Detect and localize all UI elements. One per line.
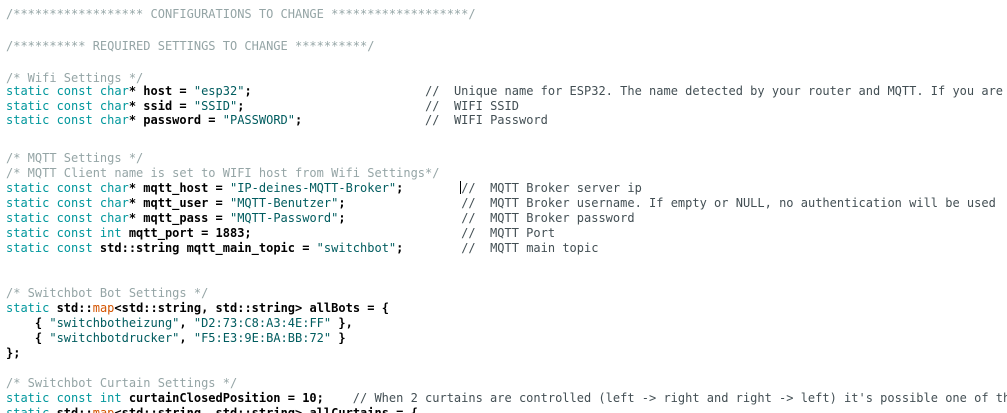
code-token: * host = <box>128 84 194 98</box>
code-token: static const char <box>6 99 129 113</box>
code-line[interactable]: static const char* mqtt_user = "MQTT-Ben… <box>6 196 996 211</box>
code-line[interactable]: /* MQTT Settings */ <box>6 151 143 166</box>
code-token: // Unique name for ESP32. The name detec… <box>425 84 1007 98</box>
code-token: /* Switchbot Bot Settings */ <box>6 286 209 300</box>
code-line[interactable]: static std::map<std::string, std::string… <box>6 406 418 413</box>
code-line[interactable]: { "switchbotheizung", "D2:73:C8:A3:4E:FF… <box>6 316 353 331</box>
code-line[interactable]: /****************** CONFIGURATIONS TO CH… <box>6 7 476 22</box>
code-token: // MQTT Broker server ip <box>461 181 642 195</box>
code-line[interactable]: static const char* ssid = "SSID"; // WIF… <box>6 99 519 114</box>
code-line[interactable]: static const int mqtt_port = 1883; // MQ… <box>6 226 555 241</box>
code-token: "esp32" <box>193 84 245 98</box>
code-token: ; <box>396 241 462 255</box>
code-token: "D2:73:C8:A3:4E:FF" <box>193 316 332 330</box>
code-token: /* MQTT Settings */ <box>6 151 144 165</box>
code-token: static const int <box>6 226 122 240</box>
code-token: static const <box>6 241 93 255</box>
code-line[interactable]: static std::map<std::string, std::string… <box>6 301 389 316</box>
code-line[interactable]: { "switchbotdrucker", "F5:E3:9E:BA:BB:72… <box>6 331 346 346</box>
code-token: // MQTT Broker username. If empty or NUL… <box>461 196 996 210</box>
code-token: "switchbot" <box>316 241 397 255</box>
code-token: , <box>179 316 194 330</box>
code-line[interactable]: static const std::string mqtt_main_topic… <box>6 241 598 256</box>
text-cursor <box>460 181 461 194</box>
code-token: ; <box>237 99 426 113</box>
code-token: }, <box>331 316 353 330</box>
code-line[interactable]: /* Wifi Settings */ <box>6 71 143 86</box>
code-token: "F5:E3:9E:BA:BB:72" <box>193 331 332 345</box>
code-line[interactable]: }; <box>6 346 20 361</box>
code-token: "switchbotheizung" <box>49 316 180 330</box>
code-token: static const int <box>6 391 122 405</box>
code-token: "PASSWORD" <box>222 113 295 127</box>
code-line[interactable]: static const char* mqtt_host = "IP-deine… <box>6 181 642 196</box>
code-token: <std::string, std::string> allBots = { <box>114 301 389 315</box>
code-token: "SSID" <box>193 99 238 113</box>
code-token: <std::string, std::string> allCurtains =… <box>114 406 418 413</box>
code-token: * password = <box>128 113 223 127</box>
code-token: static <box>6 301 50 315</box>
code-token: static const char <box>6 113 129 127</box>
code-token: "MQTT-Benutzer" <box>229 196 339 210</box>
code-token: // MQTT Broker password <box>461 211 635 225</box>
code-line[interactable]: static const int curtainClosedPosition =… <box>6 391 1007 406</box>
code-line[interactable]: /********** REQUIRED SETTINGS TO CHANGE … <box>6 39 374 54</box>
code-token: "MQTT-Password" <box>229 211 339 225</box>
code-line[interactable]: static const char* password = "PASSWORD"… <box>6 113 548 128</box>
code-token: curtainClosedPosition = 10; <box>121 391 353 405</box>
code-token: std:: <box>49 406 93 413</box>
code-token: static const char <box>6 84 129 98</box>
code-token: // WIFI SSID <box>425 99 519 113</box>
code-token: ; <box>338 196 462 210</box>
code-token: * mqtt_host = <box>128 181 230 195</box>
code-line[interactable]: /* Switchbot Curtain Settings */ <box>6 376 237 391</box>
code-token: "switchbotdrucker" <box>49 331 180 345</box>
code-token: /****************** CONFIGURATIONS TO CH… <box>6 7 476 21</box>
code-line[interactable]: /* Switchbot Bot Settings */ <box>6 286 208 301</box>
code-token: * mqtt_pass = <box>128 211 230 225</box>
code-token: // MQTT main topic <box>461 241 599 255</box>
code-token: std:: <box>49 301 93 315</box>
code-token: static const char <box>6 181 129 195</box>
code-token: /* Wifi Settings */ <box>6 71 144 85</box>
code-line[interactable]: static const char* mqtt_pass = "MQTT-Pas… <box>6 211 635 226</box>
code-token: // MQTT Port <box>461 226 556 240</box>
code-token: /********** REQUIRED SETTINGS TO CHANGE … <box>6 39 375 53</box>
code-token: mqtt_port = 1883; <box>121 226 462 240</box>
code-token: // When 2 curtains are controlled (left … <box>352 391 1007 405</box>
code-token: map <box>92 406 115 413</box>
code-token: , <box>179 331 194 345</box>
code-token: { <box>6 331 50 345</box>
code-token: static const char <box>6 196 129 210</box>
code-token: /* Switchbot Curtain Settings */ <box>6 376 238 390</box>
code-line[interactable]: static const char* host = "esp32"; // Un… <box>6 84 1007 99</box>
code-token: ; <box>396 181 462 195</box>
code-token: * mqtt_user = <box>128 196 230 210</box>
code-token: // WIFI Password <box>425 113 548 127</box>
code-line[interactable]: /* MQTT Client name is set to WIFI host … <box>6 166 439 181</box>
code-token: } <box>331 331 346 345</box>
code-token: ; <box>244 84 426 98</box>
code-token: { <box>6 316 50 330</box>
code-token: }; <box>6 346 21 360</box>
code-token: * ssid = <box>128 99 194 113</box>
code-token: "IP-deines-MQTT-Broker" <box>229 181 397 195</box>
code-token: map <box>92 301 115 315</box>
code-token: std::string mqtt_main_topic = <box>92 241 317 255</box>
code-token: /* MQTT Client name is set to WIFI host … <box>6 166 440 180</box>
code-token: static const char <box>6 211 129 225</box>
code-token: ; <box>338 211 462 225</box>
code-token: static <box>6 406 50 413</box>
code-token: ; <box>295 113 426 127</box>
